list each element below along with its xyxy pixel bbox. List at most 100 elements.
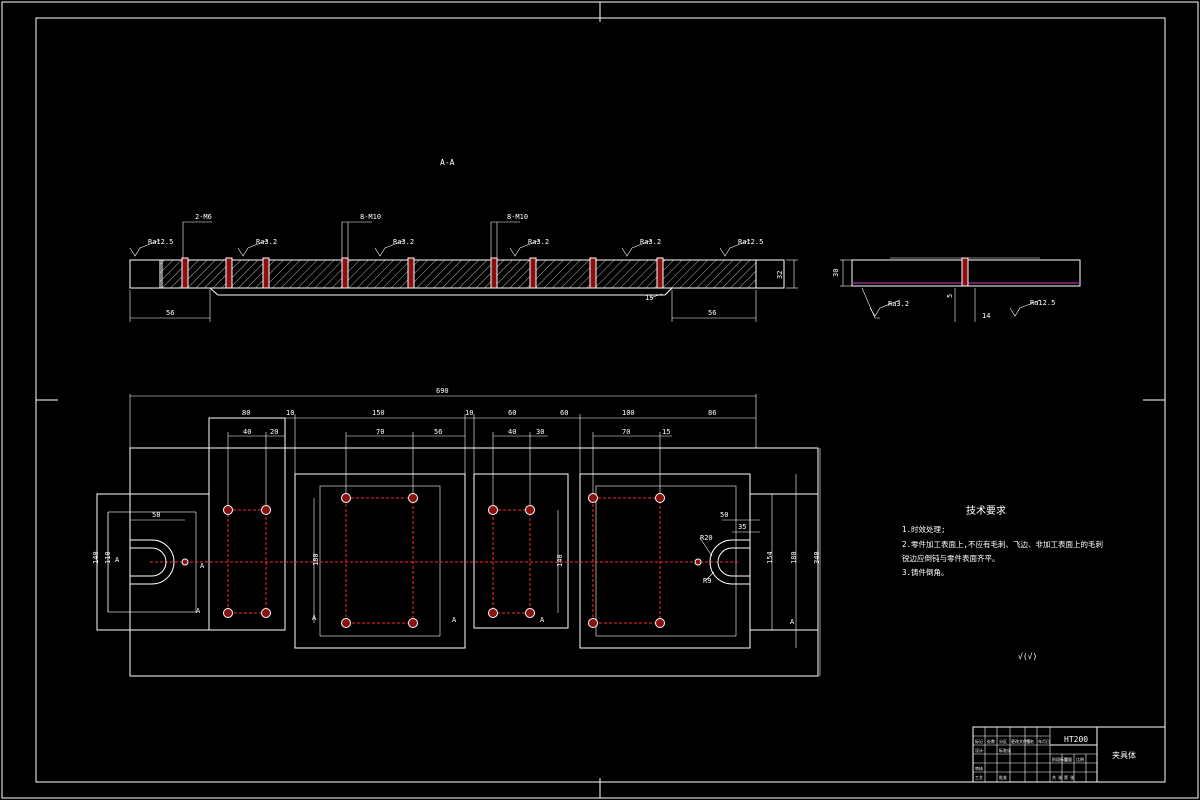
svg-text:40: 40 <box>508 428 516 436</box>
svg-text:20: 20 <box>270 428 278 436</box>
svg-text:设计: 设计 <box>975 747 983 753</box>
svg-text:分区: 分区 <box>999 738 1007 744</box>
svg-text:35: 35 <box>738 523 746 531</box>
svg-text:86: 86 <box>708 409 716 417</box>
svg-text:80: 80 <box>242 409 250 417</box>
svg-text:Ra12.5: Ra12.5 <box>738 238 763 246</box>
svg-text:140: 140 <box>92 551 100 564</box>
svg-text:40: 40 <box>243 428 251 436</box>
tech-line: 1.时效处理; <box>902 524 946 534</box>
tech-line: 锐边应倒钝与零件表面齐平。 <box>902 553 1000 563</box>
svg-text:第: 第 <box>1064 774 1068 780</box>
technical-requirements: 技术要求 1.时效处理; 2.零件加工表面上,不应有毛刺、飞边、非加工表面上的毛… <box>902 504 1103 661</box>
svg-text:重量: 重量 <box>1064 756 1072 762</box>
svg-text:A: A <box>115 556 120 564</box>
svg-text:180: 180 <box>312 553 320 566</box>
svg-text:Ra3.2: Ra3.2 <box>393 238 414 246</box>
section-hole <box>589 257 597 289</box>
svg-text:审核: 审核 <box>975 765 983 771</box>
section-body <box>159 259 757 289</box>
svg-text:A: A <box>196 607 201 615</box>
svg-text:A: A <box>312 614 317 622</box>
svg-text:A: A <box>540 616 545 624</box>
dim-overall: 690 <box>436 387 449 395</box>
section-markers: A A A A A A A <box>115 556 795 626</box>
svg-text:A: A <box>200 562 205 570</box>
svg-text:10: 10 <box>465 409 473 417</box>
section-right-lug <box>755 259 785 289</box>
svg-text:R20: R20 <box>700 534 713 542</box>
svg-text:张: 张 <box>1070 774 1074 780</box>
svg-text:A: A <box>452 616 457 624</box>
svg-text:110: 110 <box>104 551 112 564</box>
tech-line: 3.铸件倒角。 <box>902 567 949 577</box>
svg-text:15: 15 <box>662 428 670 436</box>
holes <box>181 493 702 628</box>
svg-text:阶段标记: 阶段标记 <box>1052 756 1068 762</box>
svg-text:60: 60 <box>560 409 568 417</box>
svg-text:批准: 批准 <box>999 774 1007 780</box>
svg-text:154: 154 <box>766 551 774 564</box>
svg-text:50: 50 <box>720 511 728 519</box>
section-hole <box>407 257 415 289</box>
angle-label: 15 <box>645 294 653 302</box>
section-hole <box>262 257 270 289</box>
u-slot-left <box>130 547 167 577</box>
plan-view: 690 80 10 150 10 60 60 100 86 40 20 70 5… <box>92 387 821 677</box>
svg-text:5: 5 <box>946 294 954 298</box>
svg-text:Ra12.5: Ra12.5 <box>148 238 173 246</box>
svg-text:更改文件号: 更改文件号 <box>1011 738 1031 744</box>
title-block: HT200 夹具体 标记 处数 分区 更改文件号 签名 年月日 设计 标准化 阶… <box>972 726 1166 783</box>
svg-text:340: 340 <box>813 551 821 564</box>
side-view: 30 5 14 Ra3.2 Ra12.5 <box>832 257 1081 322</box>
callout-label: 2-M6 <box>195 213 212 221</box>
dim-height: 32 <box>776 271 784 279</box>
section-view: A-A 2-M6 8-M10 8-M10 Ra12.5 <box>129 158 798 322</box>
side-dim-height: 30 <box>832 269 840 277</box>
roughness-general: √(√) <box>1018 652 1037 661</box>
svg-text:Ra3.2: Ra3.2 <box>640 238 661 246</box>
svg-text:年月日: 年月日 <box>1038 738 1050 744</box>
inner-frame <box>35 17 1166 783</box>
section-hole <box>490 257 498 289</box>
dim-left: 56 <box>166 309 174 317</box>
plan-pad-3 <box>473 473 569 629</box>
svg-text:Ra12.5: Ra12.5 <box>1030 299 1055 307</box>
svg-text:14: 14 <box>982 312 990 320</box>
svg-text:Ra3.2: Ra3.2 <box>528 238 549 246</box>
section-hole <box>341 257 349 289</box>
dim-right: 56 <box>708 309 716 317</box>
side-hole <box>961 257 969 287</box>
svg-text:Ra3.2: Ra3.2 <box>888 300 909 308</box>
svg-text:标记: 标记 <box>975 738 983 744</box>
svg-text:10: 10 <box>286 409 294 417</box>
svg-text:140: 140 <box>556 554 564 567</box>
callout-leader <box>490 221 520 258</box>
svg-text:R9: R9 <box>703 577 711 585</box>
svg-text:张: 张 <box>1058 774 1062 780</box>
section-hole <box>181 257 189 289</box>
svg-text:标准化: 标准化 <box>999 747 1011 753</box>
tech-line: 2.零件加工表面上,不应有毛刺、飞边、非加工表面上的毛刺 <box>902 539 1103 549</box>
plan-right-lug <box>749 493 819 631</box>
svg-text:70: 70 <box>376 428 384 436</box>
plan-pad-2 <box>294 473 466 649</box>
u-slot-right <box>717 547 750 577</box>
callout-label: 8-M10 <box>507 213 528 221</box>
callout-leader <box>341 221 372 258</box>
svg-text:处数: 处数 <box>987 738 995 744</box>
section-hole <box>656 257 664 289</box>
section-title: A-A <box>440 158 455 167</box>
tech-title: 技术要求 <box>966 504 1006 517</box>
part-name: 夹具体 <box>1112 750 1136 760</box>
plan-pad-1 <box>208 417 286 631</box>
section-left-lug <box>129 259 163 289</box>
svg-text:60: 60 <box>508 409 516 417</box>
svg-text:180: 180 <box>790 551 798 564</box>
svg-text:100: 100 <box>622 409 635 417</box>
svg-text:比例: 比例 <box>1076 756 1084 762</box>
roughness-symbols: Ra12.5 Ra3.2 Ra3.2 Ra3.2 Ra3.2 Ra12.5 <box>129 238 763 257</box>
svg-text:共: 共 <box>1052 774 1056 780</box>
svg-text:56: 56 <box>434 428 442 436</box>
